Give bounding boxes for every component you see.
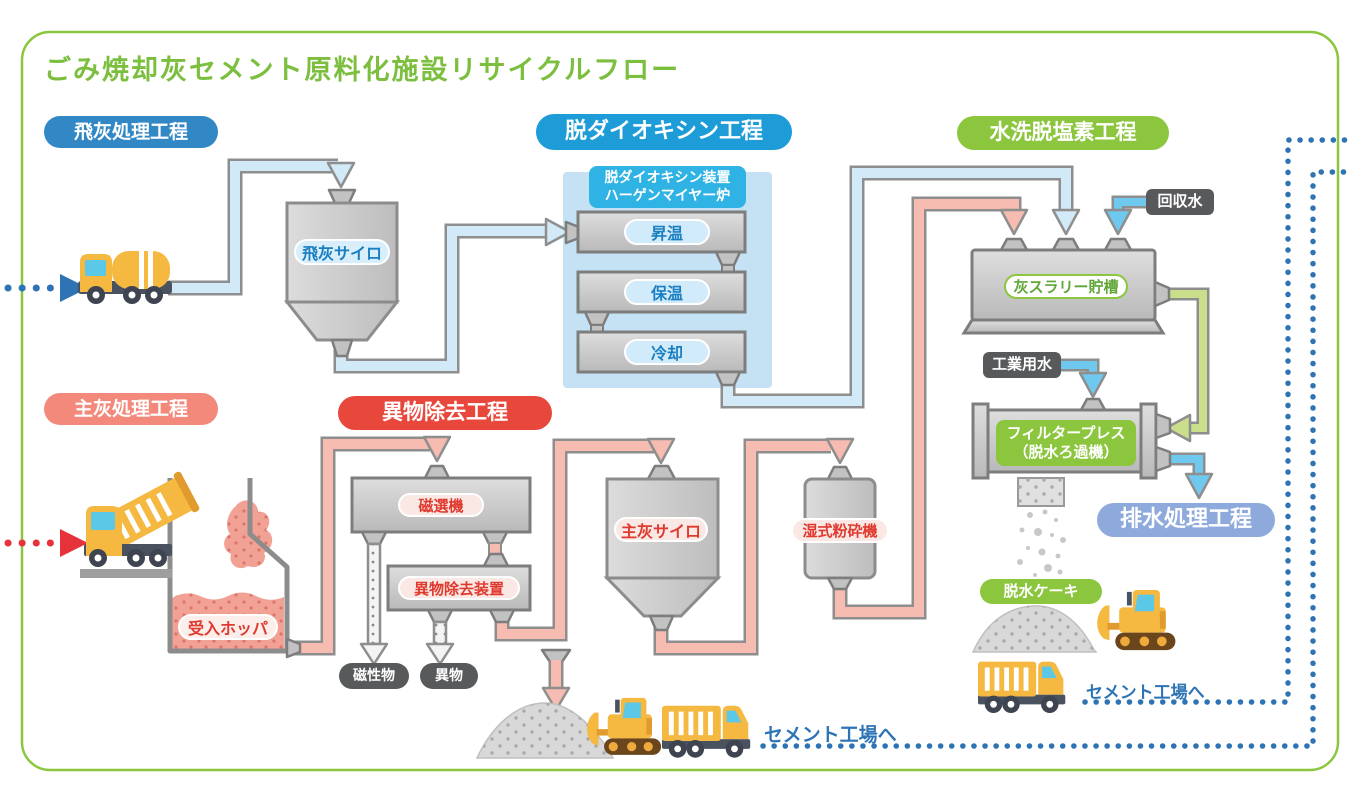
arrow-to-stockpile bbox=[541, 686, 571, 712]
water-pipes bbox=[1058, 195, 1214, 500]
arrow-into-wet-crusher bbox=[825, 437, 855, 465]
main-ash-dump-truck-icon bbox=[84, 471, 200, 567]
section-washing-process: 水洗脱塩素工程 bbox=[957, 116, 1169, 150]
main-ash-silo-label: 主灰サイロ bbox=[614, 517, 708, 542]
fly-ash-tanker-truck-icon bbox=[78, 251, 172, 304]
section-drainage-process: 排水処理工程 bbox=[1097, 503, 1275, 537]
arrow-into-slurry-tank-mid bbox=[1051, 208, 1081, 236]
section-removal-process: 異物除去工程 bbox=[338, 396, 552, 430]
to-cement-plant-right: セメント工場へ bbox=[1086, 683, 1205, 703]
recovered-water-badge: 回収水 bbox=[1146, 189, 1214, 215]
dump-truck-middle-icon bbox=[662, 705, 751, 758]
reject-dotted-arrows bbox=[359, 542, 455, 666]
to-cement-dotted-routes bbox=[760, 137, 1350, 749]
section-main-ash-process: 主灰処理工程 bbox=[44, 393, 218, 425]
main-ash-pipes bbox=[295, 196, 1029, 712]
dioxin-device-badge: 脱ダイオキシン装置 ハーゲンマイヤー炉 bbox=[589, 166, 746, 208]
fly-ash-silo-label: 飛灰サイロ bbox=[294, 239, 390, 265]
stockpile-middle bbox=[475, 702, 615, 759]
dioxin-device-line2: ハーゲンマイヤー炉 bbox=[604, 188, 731, 204]
fly-ash-silo-shape bbox=[283, 188, 401, 358]
dewatered-cake-badge: 脱水ケーキ bbox=[980, 579, 1102, 604]
stockpile-right bbox=[971, 605, 1098, 653]
magnetic-matter-badge: 磁性物 bbox=[339, 663, 409, 689]
arrow-into-fly-ash-silo bbox=[326, 161, 356, 189]
slurry-tank-label: 灰スラリー貯槽 bbox=[1004, 274, 1128, 299]
section-fly-ash-process: 飛灰処理工程 bbox=[44, 116, 218, 148]
arrow-into-slurry-tank-left bbox=[999, 208, 1029, 236]
fly-ash-entry-arrow bbox=[4, 274, 88, 302]
bulldozer-right-icon bbox=[1097, 589, 1176, 651]
foreign-matter-badge: 異物 bbox=[420, 663, 478, 689]
arrow-industrial-water bbox=[1078, 371, 1108, 399]
arrow-into-magnetic-separator bbox=[422, 435, 452, 463]
foreign-removal-device-label: 異物除去装置 bbox=[398, 576, 520, 600]
arrow-to-drainage bbox=[1184, 472, 1214, 500]
magnetic-separator-label: 磁選機 bbox=[398, 493, 484, 517]
to-cement-plant-bottom: セメント工場へ bbox=[764, 724, 897, 746]
slurry-pipe bbox=[1164, 287, 1210, 443]
fly-ash-pipes bbox=[168, 158, 1081, 409]
diagram-border bbox=[20, 30, 1340, 772]
arrow-into-furnace bbox=[544, 217, 572, 247]
filter-press-line1: フィルタープレス bbox=[1006, 423, 1126, 442]
main-ash-silo-shape bbox=[603, 464, 722, 632]
main-ash-entry-arrow bbox=[4, 529, 88, 557]
arrow-into-main-ash-silo bbox=[646, 437, 676, 465]
filter-press-line2: （脱水ろ過機） bbox=[1013, 443, 1119, 461]
stage-cool-label: 冷却 bbox=[624, 339, 710, 365]
section-dioxin-process: 脱ダイオキシン工程 bbox=[536, 114, 792, 150]
arrow-into-filter-press bbox=[1164, 413, 1192, 443]
industrial-water-badge: 工業用水 bbox=[983, 352, 1061, 378]
stage-heatup-label: 昇温 bbox=[624, 219, 710, 245]
stage-hold-label: 保温 bbox=[624, 279, 710, 305]
dioxin-device-line1: 脱ダイオキシン装置 bbox=[604, 169, 731, 186]
filter-press-badge: フィルタープレス （脱水ろ過機） bbox=[996, 420, 1136, 466]
arrow-recovered-water bbox=[1103, 208, 1133, 236]
wet-crusher-label: 湿式粉砕機 bbox=[791, 518, 889, 543]
dump-truck-right-icon bbox=[978, 661, 1066, 714]
receiving-hopper-label: 受入ホッパ bbox=[178, 614, 278, 640]
page-title: ごみ焼却灰セメント原料化施設リサイクルフロー bbox=[44, 55, 681, 86]
